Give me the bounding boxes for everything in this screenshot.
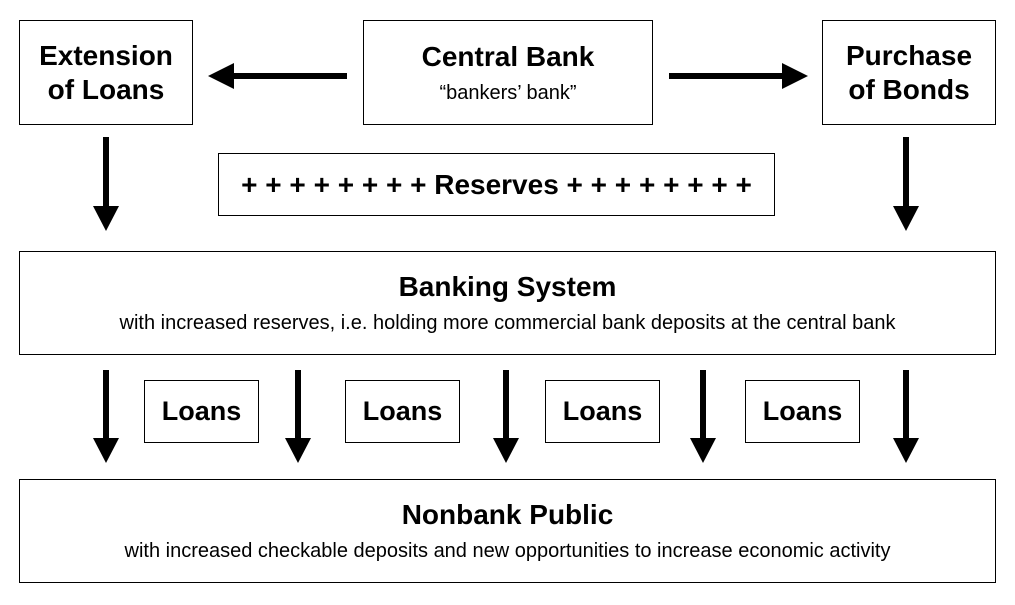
extension-of-loans-line2: of Loans [47, 73, 165, 105]
central-bank-box: Central Bank “bankers’ bank” [363, 20, 653, 125]
arrow-banking-to-nonbank-4 [690, 370, 716, 463]
reserves-box: + + + + + + + + Reserves + + + + + + + + [218, 153, 775, 216]
banking-system-subtitle: with increased reserves, i.e. holding mo… [119, 312, 896, 334]
extension-of-loans-box: Extension of Loans [19, 20, 193, 125]
banking-system-title: Banking System [398, 271, 617, 302]
central-bank-title: Central Bank [421, 40, 595, 72]
banking-system-box: Banking System with increased reserves, … [19, 251, 996, 355]
nonbank-public-box: Nonbank Public with increased checkable … [19, 479, 996, 583]
nonbank-public-subtitle: with increased checkable deposits and ne… [124, 540, 891, 562]
arrow-banking-to-nonbank-2 [285, 370, 311, 463]
arrow-extension-to-banking [93, 137, 119, 231]
arrow-purchase-to-banking [893, 137, 919, 231]
loans-box-2: Loans [345, 380, 460, 443]
purchase-of-bonds-line2: of Bonds [848, 73, 970, 105]
purchase-of-bonds-box: Purchase of Bonds [822, 20, 996, 125]
arrow-banking-to-nonbank-3 [493, 370, 519, 463]
central-bank-subtitle: “bankers’ bank” [439, 81, 577, 104]
arrow-banking-to-nonbank-5 [893, 370, 919, 463]
arrow-central-to-extension [208, 63, 347, 89]
loans-box-3: Loans [545, 380, 660, 443]
arrow-central-to-purchase [669, 63, 808, 89]
nonbank-public-title: Nonbank Public [401, 499, 614, 530]
loans-label-1: Loans [161, 396, 242, 426]
arrow-banking-to-nonbank-1 [93, 370, 119, 463]
loans-box-1: Loans [144, 380, 259, 443]
extension-of-loans-line1: Extension [39, 39, 173, 71]
loans-label-2: Loans [362, 396, 443, 426]
loans-label-3: Loans [562, 396, 643, 426]
loans-box-4: Loans [745, 380, 860, 443]
loans-label-4: Loans [762, 396, 843, 426]
purchase-of-bonds-line1: Purchase [845, 39, 973, 71]
reserves-label: + + + + + + + + Reserves + + + + + + + + [241, 168, 752, 200]
